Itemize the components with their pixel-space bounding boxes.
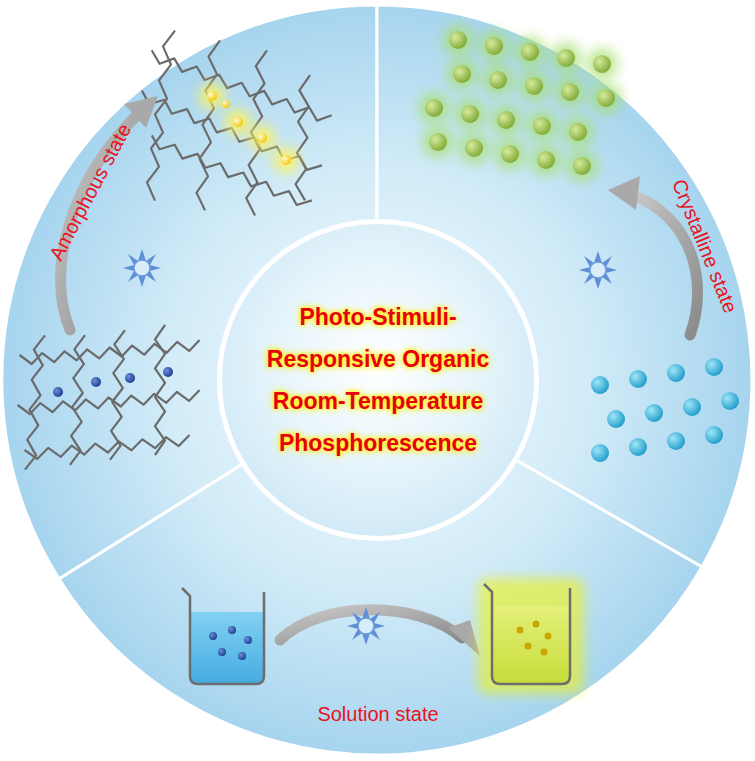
molecule-ball <box>521 43 539 61</box>
polymer-chain <box>152 50 332 120</box>
molecule-ball <box>705 426 723 444</box>
center-title: Photo-Stimuli- Responsive Organic Room-T… <box>253 296 503 464</box>
molecule-ball <box>569 123 587 141</box>
polymer-chain <box>246 50 267 215</box>
arrow-head <box>608 176 640 210</box>
molecule-ball <box>667 364 685 382</box>
arrow-head <box>448 620 480 656</box>
light-icon <box>123 249 161 287</box>
polymer-chain <box>142 90 322 169</box>
molecule-ball <box>557 49 575 67</box>
molecule-ball <box>667 432 685 450</box>
light-icon <box>579 251 617 289</box>
molecule-ball <box>465 139 483 157</box>
polymer-chain <box>296 75 310 200</box>
molecule-ball <box>629 438 647 456</box>
polymer-chain <box>25 335 45 469</box>
polymer-chain <box>152 135 312 205</box>
polymer-chain <box>197 40 221 210</box>
dark-dots <box>53 367 173 397</box>
beaker-right <box>478 578 584 694</box>
molecule-ball <box>489 71 507 89</box>
polymer-chain <box>70 335 85 465</box>
molecule-ball <box>591 376 609 394</box>
polymer-chain <box>147 31 175 201</box>
molecule-ball <box>429 133 447 151</box>
molecule-ball <box>683 398 701 416</box>
polymer-chain <box>110 330 125 460</box>
polymer-chain <box>20 340 200 364</box>
molecule-ball <box>453 65 471 83</box>
molecule-ball <box>597 89 615 107</box>
molecule-ball <box>461 105 479 123</box>
sector-label: Solution state <box>317 704 438 724</box>
molecule-ball <box>497 111 515 129</box>
molecule-ball <box>629 370 647 388</box>
molecule-ball <box>537 151 555 169</box>
molecule-ball <box>501 145 519 163</box>
transform-arrow <box>280 610 462 640</box>
molecule-ball <box>449 31 467 49</box>
light-icon <box>347 607 385 645</box>
polymer-chain <box>25 435 190 459</box>
beaker-left <box>182 588 264 684</box>
molecule-ball <box>591 444 609 462</box>
molecule-ball <box>573 157 591 175</box>
molecule-ball <box>525 77 543 95</box>
molecule-ball <box>533 117 551 135</box>
transform-arrow <box>61 112 140 330</box>
molecule-ball <box>561 83 579 101</box>
polymer-chain <box>155 325 165 455</box>
polymer-chain <box>18 390 200 414</box>
molecule-ball <box>593 55 611 73</box>
molecule-ball <box>485 37 503 55</box>
molecule-ball <box>721 392 739 410</box>
molecule-ball <box>705 358 723 376</box>
phosphor-dots <box>199 83 299 173</box>
molecule-ball <box>425 99 443 117</box>
arrow-head <box>124 96 158 128</box>
center-circle: Photo-Stimuli- Responsive Organic Room-T… <box>217 219 538 540</box>
transform-arrow <box>632 195 698 335</box>
molecule-ball <box>607 410 625 428</box>
molecule-ball <box>645 404 663 422</box>
